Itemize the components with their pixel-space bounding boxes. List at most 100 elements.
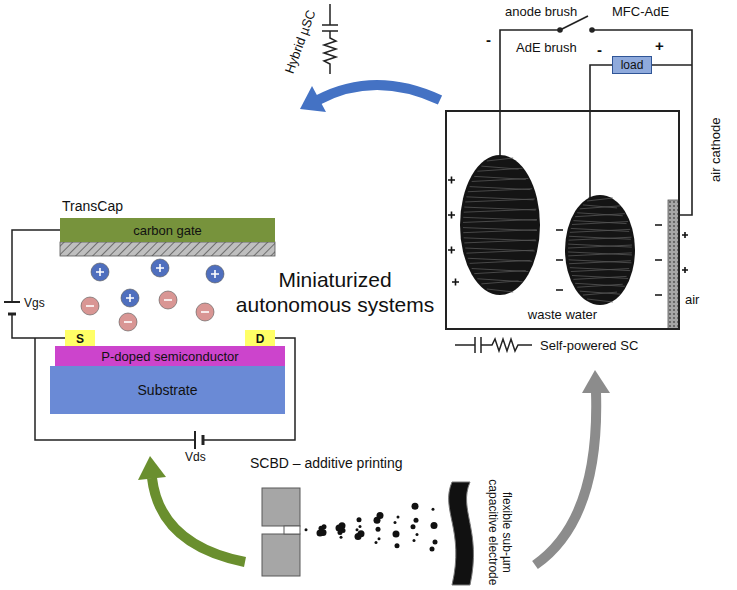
- device-title: TransCap: [62, 198, 123, 215]
- ion-sign: [126, 294, 134, 302]
- battery-plate: [8, 313, 16, 316]
- spray-particle: [317, 530, 324, 537]
- central-title: Miniaturized autonomous systems: [220, 267, 450, 317]
- switch-pivot: [558, 28, 562, 32]
- part-label: air: [685, 292, 699, 308]
- vgs-wire: [4, 230, 65, 338]
- bristle: [487, 289, 513, 292]
- bristle: [477, 168, 522, 171]
- ion-circle: [196, 303, 214, 321]
- battery-plate: [202, 435, 205, 445]
- nozzle-block: [262, 534, 300, 576]
- bristle: [463, 230, 537, 233]
- spray-particle: [359, 525, 362, 528]
- bristle: [580, 291, 620, 294]
- part-label: flexible sub-µm capacitive electrode: [486, 473, 515, 590]
- bristle: [573, 276, 626, 279]
- charge-marks: [448, 177, 688, 296]
- spray-particle: [357, 517, 362, 522]
- ion-sign: [96, 268, 104, 276]
- gate-wire: [12, 230, 65, 338]
- anion: [159, 291, 177, 309]
- spray-particle: [378, 537, 381, 540]
- bristle: [568, 253, 632, 256]
- spray-particle: [433, 540, 438, 545]
- voltage-label: Vgs: [24, 296, 45, 310]
- plus-marks: [448, 177, 459, 286]
- blue-arrowhead: [300, 86, 326, 112]
- bristle: [465, 199, 535, 202]
- cation: [91, 263, 109, 281]
- flexible-electrode: [449, 482, 474, 585]
- spray-particle: [413, 539, 416, 542]
- bristle: [572, 222, 628, 225]
- self-powered-symbol: [455, 337, 532, 353]
- vds-wire: [35, 338, 295, 449]
- ion-sign: [211, 270, 219, 278]
- bristle: [583, 292, 617, 295]
- ion-sign: [164, 299, 172, 301]
- voltage-label: Vds: [185, 450, 206, 464]
- node-text: S: [76, 332, 84, 346]
- battery-plate: [4, 301, 20, 303]
- polarity-sign: -: [597, 41, 602, 59]
- bristle: [570, 229, 630, 232]
- bristle: [570, 268, 630, 271]
- bristle: [470, 260, 531, 263]
- green-arrow: [152, 478, 245, 562]
- bristle: [569, 236, 631, 239]
- bristle: [481, 281, 518, 284]
- anion: [119, 313, 137, 331]
- spray-particle: [375, 541, 378, 544]
- bristle: [569, 261, 631, 264]
- drain-wire: [35, 338, 295, 440]
- ade-rod: [590, 65, 612, 198]
- bristle: [571, 228, 629, 231]
- bristle: [568, 244, 632, 247]
- bristle: [571, 269, 629, 272]
- capacitor-resistor-symbol: [322, 4, 338, 74]
- ion-sign: [124, 321, 132, 323]
- bristle: [472, 178, 529, 181]
- ion-circle: [151, 259, 169, 277]
- hybrid-symbol: [322, 4, 338, 74]
- minus-marks: [556, 230, 563, 290]
- spray-particle: [393, 531, 400, 538]
- spray-particle: [336, 525, 343, 532]
- spray-particle: [411, 524, 416, 529]
- spray-particle: [397, 515, 400, 518]
- part-label: AdE brush: [516, 40, 577, 56]
- bristle: [572, 275, 628, 278]
- ade-brush: [565, 195, 635, 305]
- node-text: Substrate: [138, 382, 198, 398]
- air-cathode: [668, 200, 679, 329]
- spray-particle: [305, 528, 308, 531]
- process-label: SCBD – additive printing: [250, 455, 403, 472]
- bristle: [463, 219, 537, 222]
- anion: [81, 297, 99, 315]
- spray-particle: [374, 517, 381, 524]
- mfc-cell: waste water: [445, 110, 680, 330]
- ion-circle: [206, 265, 224, 283]
- ion-circle: [159, 291, 177, 309]
- ions: [81, 259, 224, 331]
- spray-particle: [355, 533, 362, 540]
- ion-circle: [121, 289, 139, 307]
- minus-marks: [655, 225, 662, 295]
- cation: [151, 259, 169, 277]
- bristle: [466, 250, 533, 253]
- device-title: MFC-AdE: [612, 4, 669, 20]
- spray-particle: [414, 518, 419, 523]
- bristle: [580, 206, 620, 209]
- cation: [121, 289, 139, 307]
- gray-arrowhead: [582, 370, 610, 393]
- green-arrowhead: [138, 456, 166, 480]
- spray-particle: [412, 503, 419, 510]
- bristle: [464, 240, 535, 243]
- ion-sign: [86, 305, 94, 307]
- spray-particle: [430, 546, 435, 551]
- component-label: Hybrid µSC: [281, 8, 318, 76]
- cation: [206, 265, 224, 283]
- node-text: waste water: [528, 307, 597, 322]
